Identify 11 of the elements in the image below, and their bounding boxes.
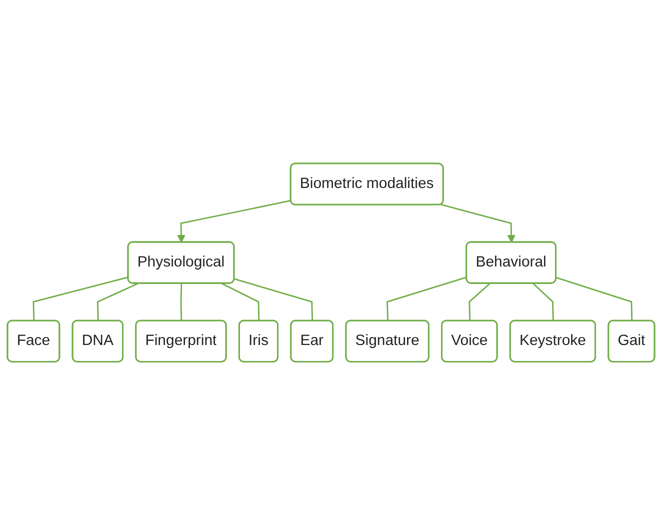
arrow bbox=[177, 200, 292, 244]
connector bbox=[96, 283, 138, 322]
arrow bbox=[440, 204, 516, 244]
connector bbox=[234, 278, 314, 322]
connector bbox=[180, 284, 182, 322]
connector bbox=[532, 284, 554, 322]
connector bbox=[556, 277, 633, 322]
connector bbox=[32, 276, 129, 322]
connector bbox=[468, 284, 490, 322]
connector bbox=[386, 276, 468, 322]
connector bbox=[222, 283, 260, 322]
